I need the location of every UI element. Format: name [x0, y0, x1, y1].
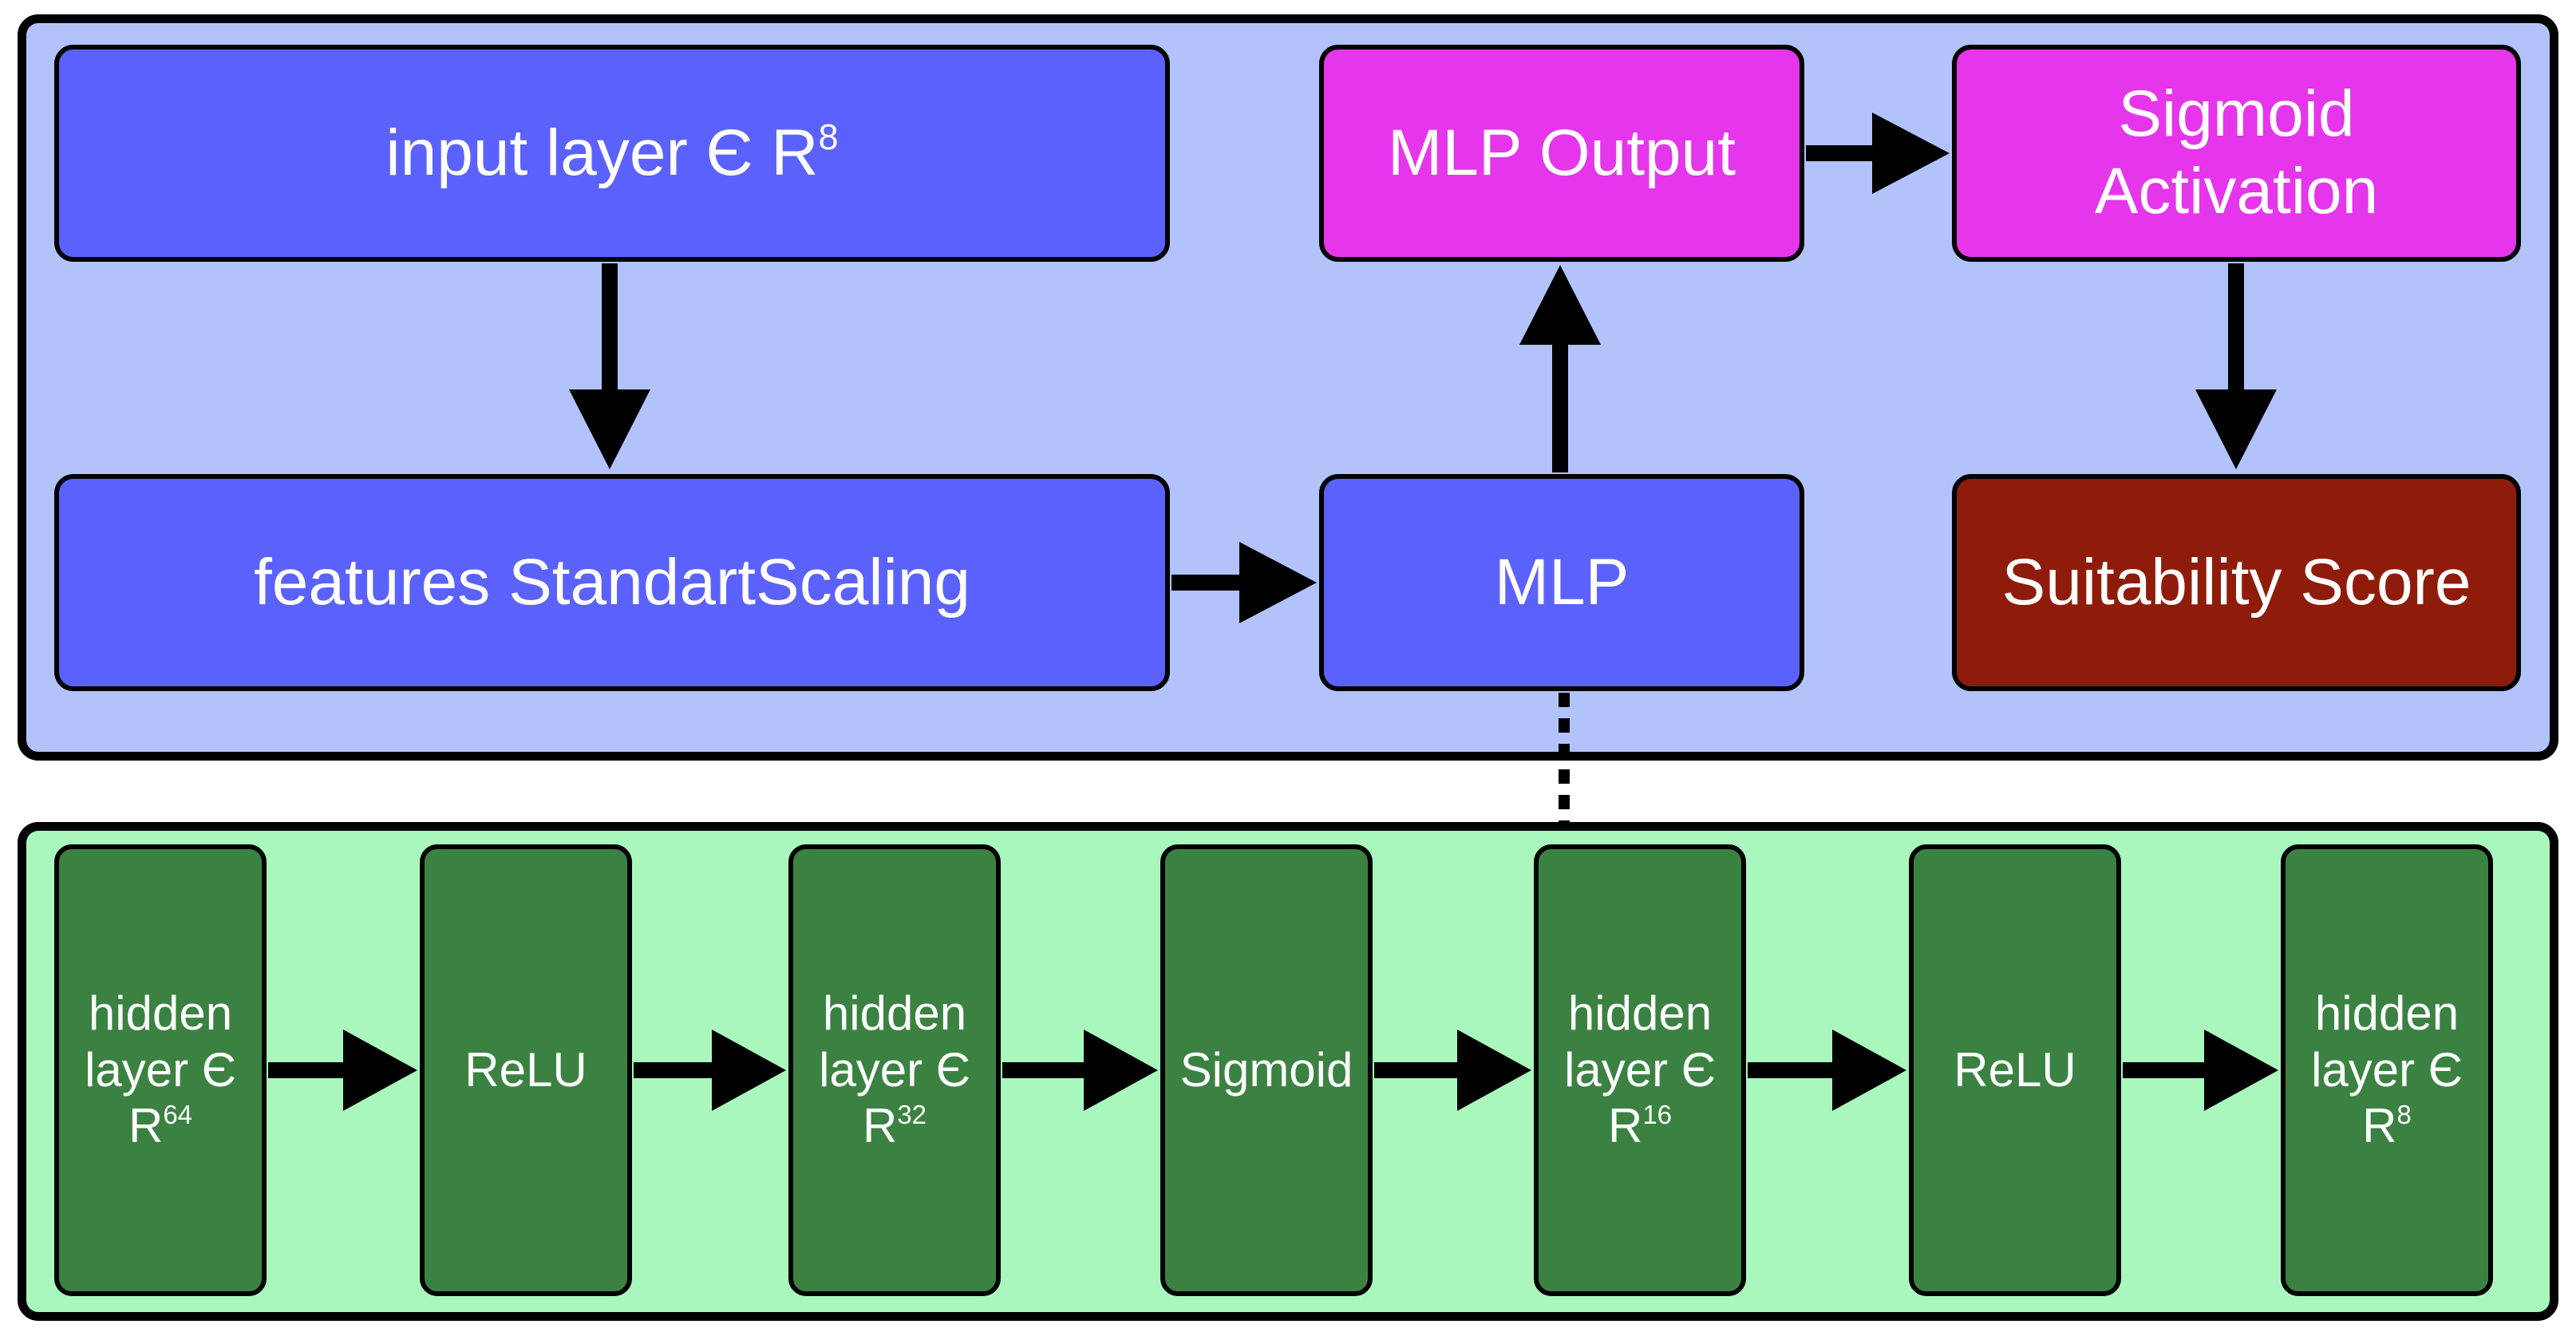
mlp-box: MLP — [1319, 474, 1804, 691]
suitability-score-label: Suitability Score — [2001, 545, 2471, 619]
input-layer-box: input layer Є R8 — [54, 45, 1170, 262]
relu-box-1: ReLU — [420, 844, 632, 1296]
mlp-label: MLP — [1494, 545, 1630, 619]
suitability-score-box: Suitability Score — [1952, 474, 2521, 691]
scaling-box: features StandartScaling — [54, 474, 1170, 691]
mlp-output-box: MLP Output — [1319, 45, 1804, 262]
sigmoid-label: Sigmoid — [1179, 1042, 1353, 1097]
mlp-output-label: MLP Output — [1387, 116, 1736, 189]
relu-label-2: ReLU — [1954, 1042, 2076, 1097]
relu-label-1: ReLU — [464, 1042, 587, 1097]
input-layer-label: input layer Є R8 — [385, 116, 839, 189]
sigmoid-box: Sigmoid — [1160, 844, 1373, 1296]
scaling-label: features StandartScaling — [254, 545, 970, 619]
relu-box-2: ReLU — [1909, 844, 2121, 1296]
